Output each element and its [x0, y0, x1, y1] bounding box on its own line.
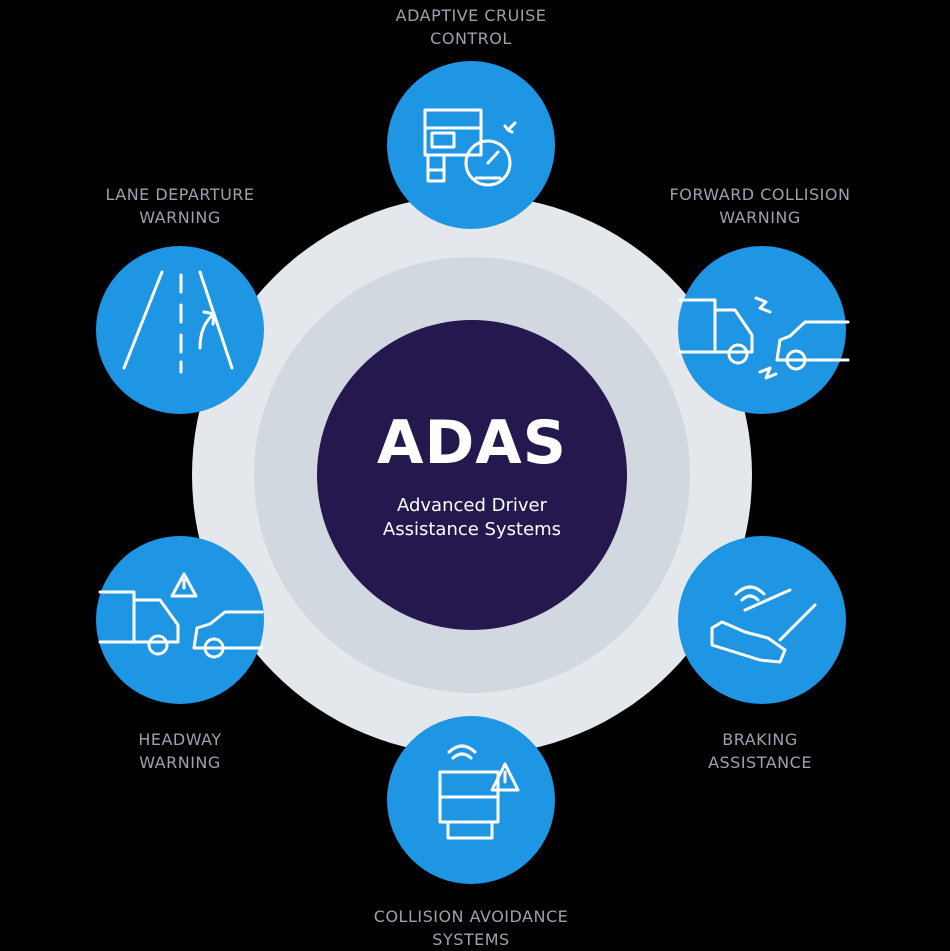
- adaptive-cruise-control-node: [387, 61, 555, 229]
- forward-collision-warning-label: FORWARD COLLISION WARNING: [655, 183, 865, 229]
- headway-warning-label-line2: WARNING: [139, 753, 221, 772]
- headway-warning-node: [96, 536, 264, 704]
- adaptive-cruise-control-label-line2: CONTROL: [430, 29, 512, 48]
- truck-speedometer-icon: [423, 108, 517, 187]
- collision-avoidance-systems-circle: [387, 716, 555, 884]
- braking-assistance-node: [678, 536, 846, 704]
- forward-collision-warning-label-line2: WARNING: [719, 208, 801, 227]
- lane-departure-warning-label-line1: LANE DEPARTURE: [105, 185, 255, 204]
- foot-brake-pedal-icon: [710, 585, 817, 664]
- truck-warning-signal-icon: [438, 744, 520, 840]
- center-subtitle-line2: Assistance Systems: [382, 519, 562, 540]
- collision-avoidance-systems-node: [387, 716, 555, 884]
- braking-assistance-label: BRAKING ASSISTANCE: [680, 728, 840, 774]
- adaptive-cruise-control-label-line1: ADAPTIVE CRUISE: [395, 6, 547, 25]
- lane-departure-warning-node: [96, 246, 264, 414]
- center-title: ADAS: [377, 408, 567, 478]
- truck-car-collision-icon: [678, 296, 850, 380]
- collision-avoidance-systems-label-line2: SYSTEMS: [432, 930, 510, 949]
- collision-avoidance-systems-label: COLLISION AVOIDANCE SYSTEMS: [356, 905, 586, 951]
- lane-road-arrow-icon: [122, 270, 234, 374]
- collision-avoidance-systems-label-line1: COLLISION AVOIDANCE: [373, 907, 569, 926]
- center-subtitle-line1: Advanced Driver: [396, 495, 548, 516]
- center-subtitle: Advanced Driver Assistance Systems: [322, 494, 622, 542]
- braking-assistance-label-line2: ASSISTANCE: [708, 753, 812, 772]
- forward-collision-warning-label-line1: FORWARD COLLISION: [669, 185, 851, 204]
- braking-assistance-label-line1: BRAKING: [722, 730, 798, 749]
- braking-assistance-circle: [678, 536, 846, 704]
- headway-warning-label-line1: HEADWAY: [138, 730, 222, 749]
- lane-departure-warning-circle: [96, 246, 264, 414]
- lane-departure-warning-label-line2: WARNING: [139, 208, 221, 227]
- forward-collision-warning-circle: [678, 246, 846, 414]
- lane-departure-warning-label: LANE DEPARTURE WARNING: [85, 183, 275, 229]
- truck-car-warning-icon: [98, 572, 264, 659]
- adaptive-cruise-control-circle: [387, 61, 555, 229]
- adaptive-cruise-control-label: ADAPTIVE CRUISE CONTROL: [371, 4, 571, 50]
- headway-warning-label: HEADWAY WARNING: [100, 728, 260, 774]
- headway-warning-circle: [96, 536, 264, 704]
- forward-collision-warning-node: [678, 246, 850, 414]
- center-circle: [317, 320, 627, 630]
